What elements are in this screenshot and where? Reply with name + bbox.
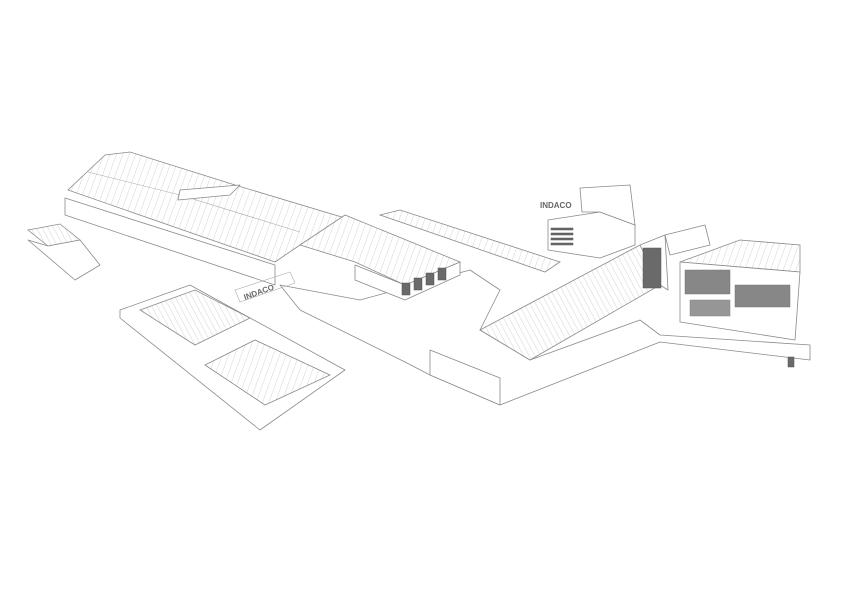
- long-hall-wall: [64, 197, 276, 286]
- side-door: [787, 356, 795, 368]
- perimeter-wall: [429, 349, 501, 406]
- tower-louvers: [550, 227, 574, 246]
- rear-shed-roof: [378, 209, 561, 273]
- sign-panel: [234, 271, 296, 303]
- courtyard-ground: [279, 269, 811, 406]
- lower-building-1: [139, 289, 251, 346]
- canopy: [664, 224, 711, 256]
- lower-building-2: [204, 339, 331, 406]
- middle-building-doors: [401, 267, 447, 296]
- long-hall-bay: [177, 184, 241, 201]
- small-shed-wall: [27, 239, 101, 281]
- entrance-panel: [642, 247, 662, 289]
- tower-top: [579, 184, 636, 226]
- wall-sign: INDACO: [243, 283, 276, 302]
- right-building-slats: [684, 269, 791, 317]
- tower-sign: INDACO: [540, 201, 572, 210]
